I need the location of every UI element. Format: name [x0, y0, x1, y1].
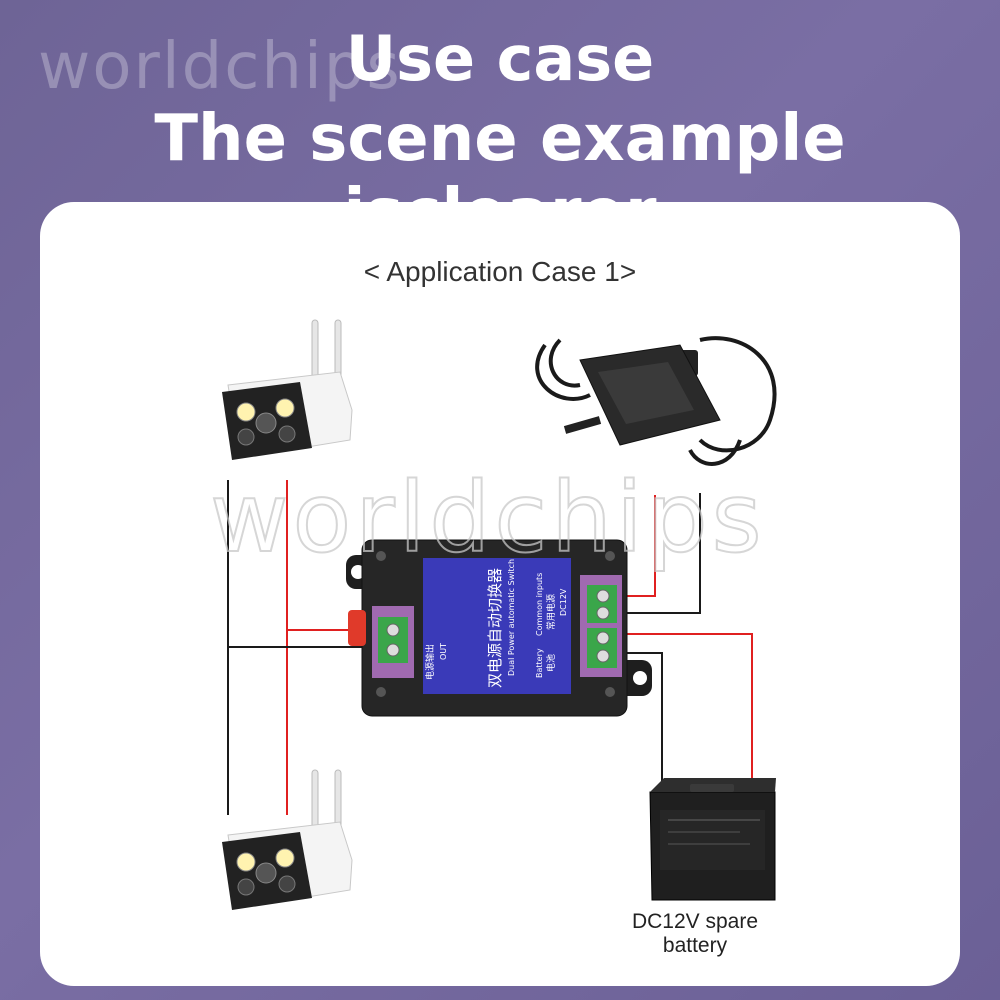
wire-battery-positive — [603, 633, 753, 790]
watermark-middle: worldchips — [209, 461, 766, 575]
wire-adapter-negative — [603, 493, 701, 614]
out-label-cn: 电源输出 — [424, 644, 436, 680]
battery-icon — [649, 778, 776, 901]
battery-caption: DC12V spare battery — [631, 910, 759, 957]
battery-label-en: Battery — [535, 648, 544, 678]
watermark-top: worldchips — [38, 30, 402, 104]
power-adapter-icon — [535, 336, 777, 466]
dual-power-switch-icon: 双电源自动切换器 Dual Power automatic Switch 电源输… — [346, 539, 652, 717]
application-case-label: < Application Case 1> — [363, 256, 637, 287]
out-label-en: OUT — [439, 643, 448, 660]
common-label-cn: 常用电源 — [545, 594, 557, 630]
battery-label-cn: 电池 — [545, 654, 557, 672]
title-line-1: Use case — [345, 22, 655, 95]
dc-label: DC12V — [559, 588, 568, 616]
switch-name-cn: 双电源自动切换器 — [486, 568, 504, 688]
switch-name-en: Dual Power automatic Switch — [507, 559, 516, 676]
camera-icon — [222, 769, 353, 910]
switch-panel — [423, 558, 571, 694]
common-label-en: Common inputs — [535, 573, 544, 636]
camera-icon — [222, 319, 353, 460]
wires — [227, 480, 753, 815]
